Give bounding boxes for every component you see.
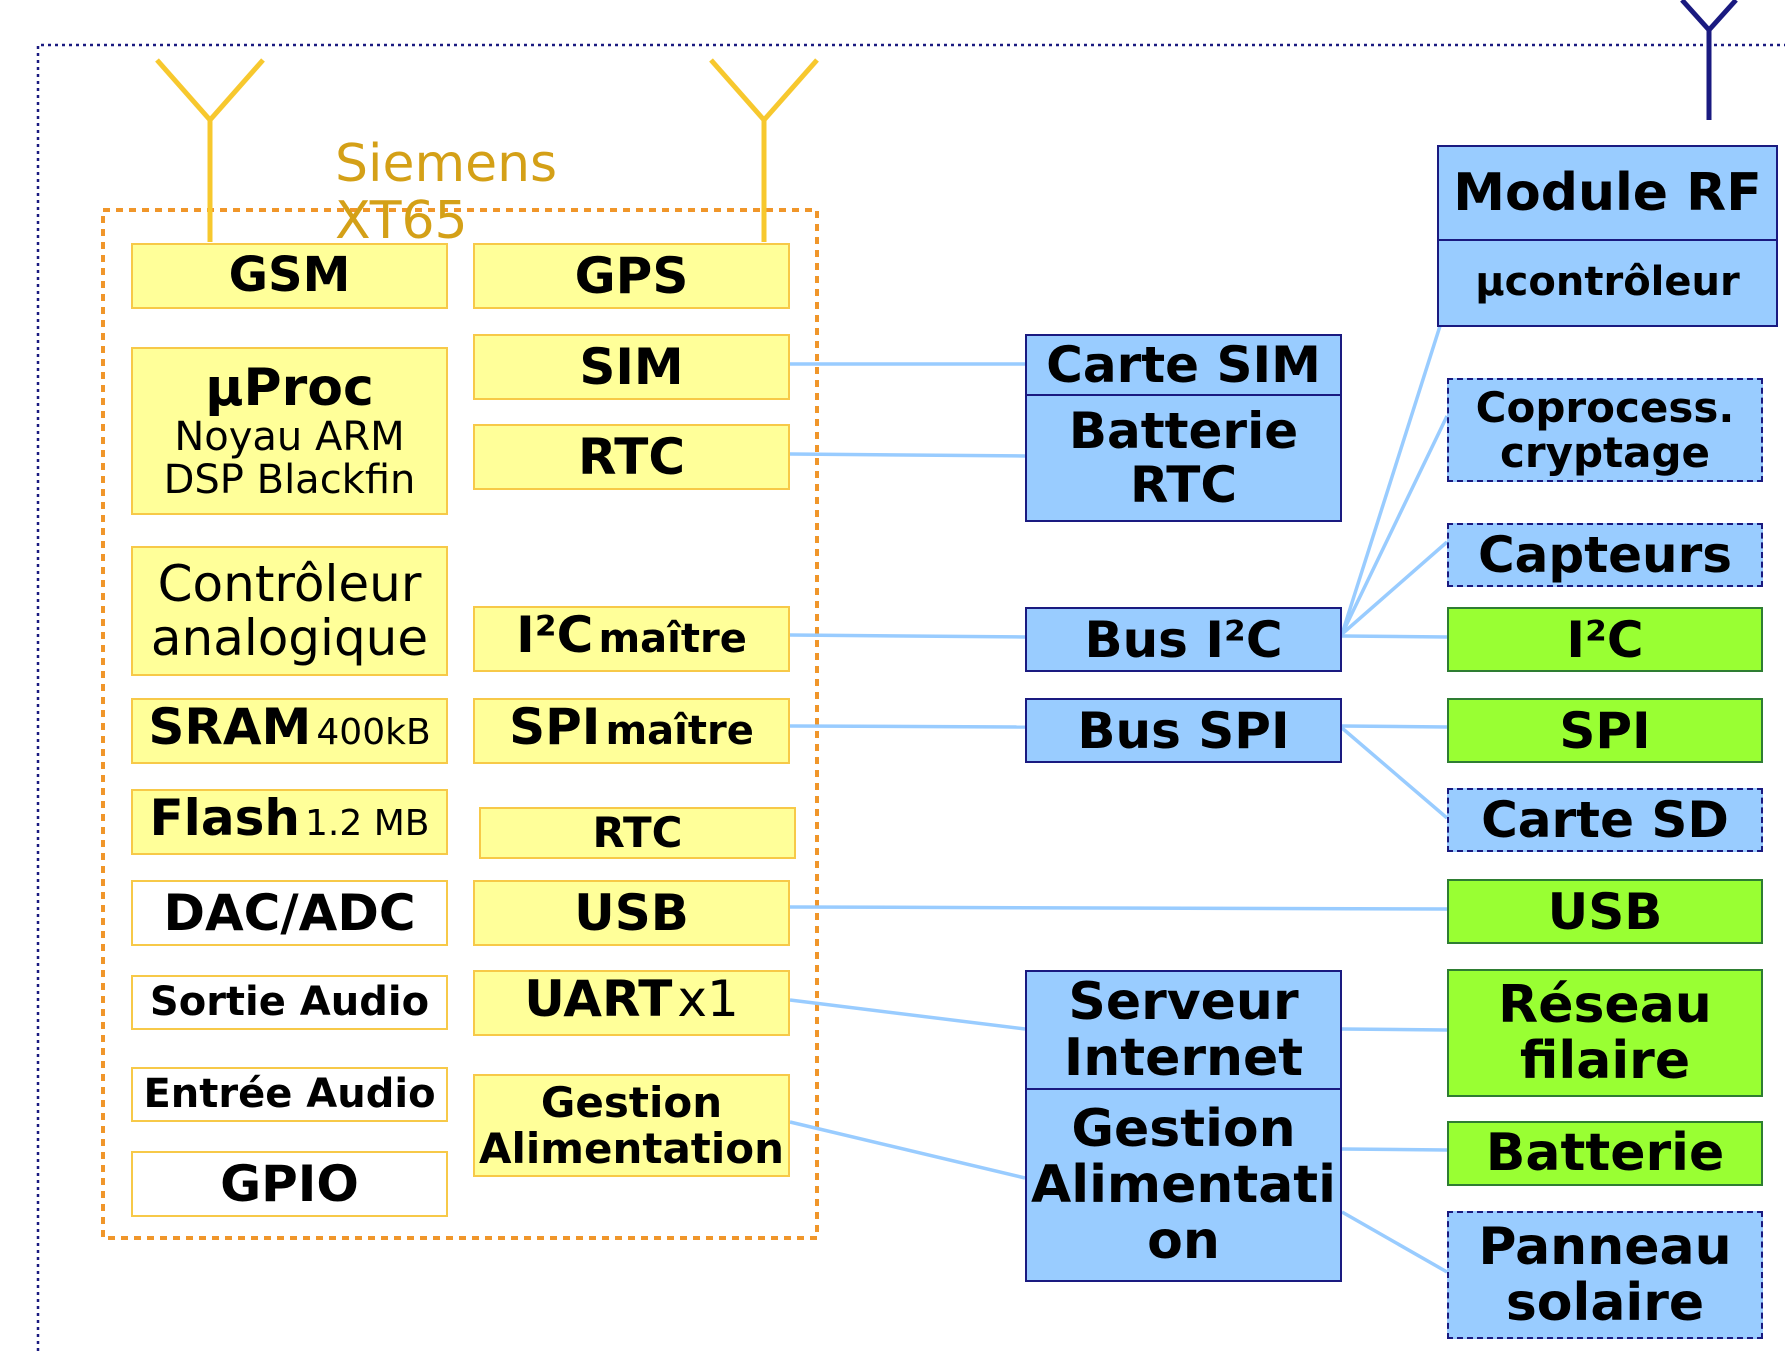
carte-sim-block: Carte SIM — [1025, 334, 1342, 396]
uproc-block: µProc Noyau ARM DSP Blackfin — [131, 347, 448, 515]
link-bus-spi-spi — [1341, 724, 1448, 729]
spi-master-block: SPI maître — [473, 698, 790, 764]
bus-spi-block: Bus SPI — [1025, 698, 1342, 763]
audio-in-block: Entrée Audio — [131, 1067, 448, 1122]
batterie-rtc-line2: RTC — [1129, 456, 1238, 514]
link-i2c — [789, 633, 1026, 639]
ucontroleur-block: µcontrôleur — [1437, 239, 1778, 327]
capteurs-block: Capteurs — [1447, 523, 1763, 587]
link-bus-i2c-rf — [1340, 325, 1442, 635]
gestion-line3: on — [1147, 1211, 1220, 1272]
audio-out-block: Sortie Audio — [131, 975, 448, 1030]
serveur-line2: Internet — [1063, 1028, 1304, 1088]
uproc-line1: Noyau ARM — [174, 413, 405, 460]
gsm-antenna-icon — [155, 58, 265, 242]
link-usb — [789, 905, 1448, 911]
serveur-line1: Serveur — [1068, 971, 1299, 1032]
serveur-internet-block: Serveur Internet — [1025, 970, 1342, 1090]
spi-master-suffix: maître — [605, 708, 754, 754]
link-gestion-batterie — [1341, 1147, 1448, 1152]
reseau-line2: filaire — [1519, 1031, 1691, 1091]
link-gestion-panneau — [1341, 1210, 1448, 1274]
i2c-master-block: I²C maître — [473, 606, 790, 672]
i2c-master-name: I²C — [516, 606, 594, 664]
sim-block: SIM — [473, 334, 790, 400]
module-border — [101, 208, 819, 1240]
batterie-rtc-block: Batterie RTC — [1025, 394, 1342, 522]
link-bus-i2c-coprocess — [1340, 415, 1449, 635]
coprocess-block: Coprocess. cryptage — [1447, 378, 1763, 482]
flash-size: 1.2 MB — [305, 803, 430, 844]
flash-name: Flash — [149, 789, 300, 847]
panneau-line1: Panneau — [1478, 1216, 1732, 1277]
module-rf-block: Module RF — [1437, 145, 1778, 241]
analog-line2: analogique — [150, 609, 429, 667]
spi-master-name: SPI — [509, 698, 601, 756]
rtc2-block: RTC — [479, 807, 796, 859]
reseau-filaire-block: Réseau filaire — [1447, 969, 1763, 1097]
usb-device-block: USB — [1447, 879, 1763, 944]
uproc-title: µProc — [205, 357, 374, 418]
rtc-block: RTC — [473, 424, 790, 490]
coprocess-line2: cryptage — [1499, 428, 1711, 477]
flash-block: Flash 1.2 MB — [131, 789, 448, 855]
panneau-solaire-block: Panneau solaire — [1447, 1211, 1763, 1339]
spi-device-block: SPI — [1447, 698, 1763, 763]
link-spi — [789, 724, 1026, 729]
link-bus-i2c-capteurs — [1340, 540, 1449, 636]
analog-line1: Contrôleur — [157, 555, 422, 613]
uproc-line2: DSP Blackfin — [163, 457, 416, 504]
gestion-line2: Alimentati — [1031, 1154, 1336, 1215]
carte-sd-block: Carte SD — [1447, 788, 1763, 852]
link-uart — [789, 998, 1026, 1031]
link-bus-spi-sd — [1340, 726, 1449, 820]
sram-size: 400kB — [316, 712, 431, 753]
i2c-master-suffix: maître — [598, 616, 747, 662]
batterie-rtc-line1: Batterie — [1068, 402, 1299, 460]
link-rtc — [789, 452, 1026, 458]
gpio-block: GPIO — [131, 1151, 448, 1217]
uart-name: UART — [524, 970, 673, 1028]
analog-controller-block: Contrôleur analogique — [131, 546, 448, 676]
sram-block: SRAM 400kB — [131, 698, 448, 764]
connection-lines — [789, 325, 1449, 1274]
gestion-alimentation-block: Gestion Alimentati on — [1025, 1088, 1342, 1282]
rf-antenna-icon — [1680, 0, 1738, 120]
link-power — [789, 1120, 1026, 1180]
link-serveur-reseau — [1341, 1027, 1448, 1032]
reseau-line1: Réseau — [1498, 974, 1712, 1035]
i2c-device-block: I²C — [1447, 607, 1763, 672]
uart-suffix: x1 — [677, 970, 739, 1028]
gestion-line1: Gestion — [1071, 1098, 1296, 1159]
module-label: Siemens XT65 — [335, 134, 558, 252]
coprocess-line1: Coprocess. — [1475, 382, 1735, 432]
uart-block: UART x1 — [473, 970, 790, 1036]
power-line1: Gestion — [540, 1078, 723, 1128]
power-line2: Alimentation — [478, 1123, 785, 1173]
bus-i2c-block: Bus I²C — [1025, 607, 1342, 672]
gps-antenna-icon — [709, 58, 819, 242]
dacadc-block: DAC/ADC — [131, 880, 448, 946]
link-bus-i2c-i2c — [1341, 634, 1448, 639]
usb-block: USB — [473, 880, 790, 946]
gsm-block: GSM — [131, 243, 448, 309]
panneau-line2: solaire — [1505, 1273, 1705, 1333]
gps-block: GPS — [473, 243, 790, 309]
sram-name: SRAM — [148, 698, 312, 756]
batterie-block: Batterie — [1447, 1121, 1763, 1186]
outer-frame — [36, 43, 1785, 1351]
power-mgmt-block: Gestion Alimentation — [473, 1074, 790, 1177]
